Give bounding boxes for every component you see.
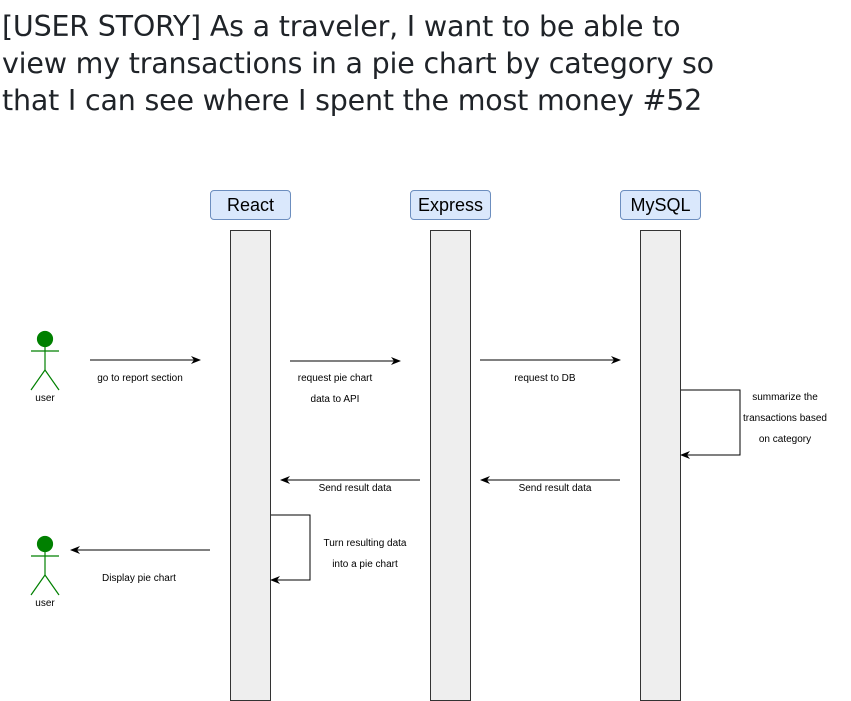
participant-express: Express [410, 190, 491, 220]
actor-label-bottom: user [35, 598, 55, 609]
title-line-3: that I can see where I spent the most mo… [2, 84, 703, 117]
label-summarize-3: on category [758, 434, 812, 445]
lifeline-express [430, 230, 471, 701]
actor-user-bottom [30, 535, 60, 596]
arrow-turn-self [270, 514, 311, 584]
actor-user-top [30, 330, 60, 391]
page-title: [USER STORY] As a traveler, I want to be… [2, 8, 847, 119]
participant-react: React [210, 190, 291, 220]
label-go-to-report: go to report section [97, 373, 183, 384]
label-send-result-mysql: Send result data [518, 483, 592, 494]
lifeline-mysql [640, 230, 681, 701]
title-line-1: [USER STORY] As a traveler, I want to be… [2, 10, 681, 43]
label-request-pie-1: request pie chart [297, 373, 373, 384]
title-line-2: view my transactions in a pie chart by c… [2, 47, 714, 80]
actor-label-top: user [35, 393, 55, 404]
label-display-pie: Display pie chart [102, 573, 176, 584]
label-turn-2: into a pie chart [332, 559, 398, 570]
label-turn-1: Turn resulting data [323, 538, 407, 549]
label-request-pie-2: data to API [310, 394, 360, 405]
participant-mysql: MySQL [620, 190, 701, 220]
label-send-result-express: Send result data [318, 483, 392, 494]
lifeline-react [230, 230, 271, 701]
label-request-db: request to DB [514, 373, 576, 384]
label-summarize-1: summarize the [752, 392, 818, 403]
label-summarize-2: transactions based [743, 413, 827, 424]
arrow-summarize-self [680, 389, 741, 459]
